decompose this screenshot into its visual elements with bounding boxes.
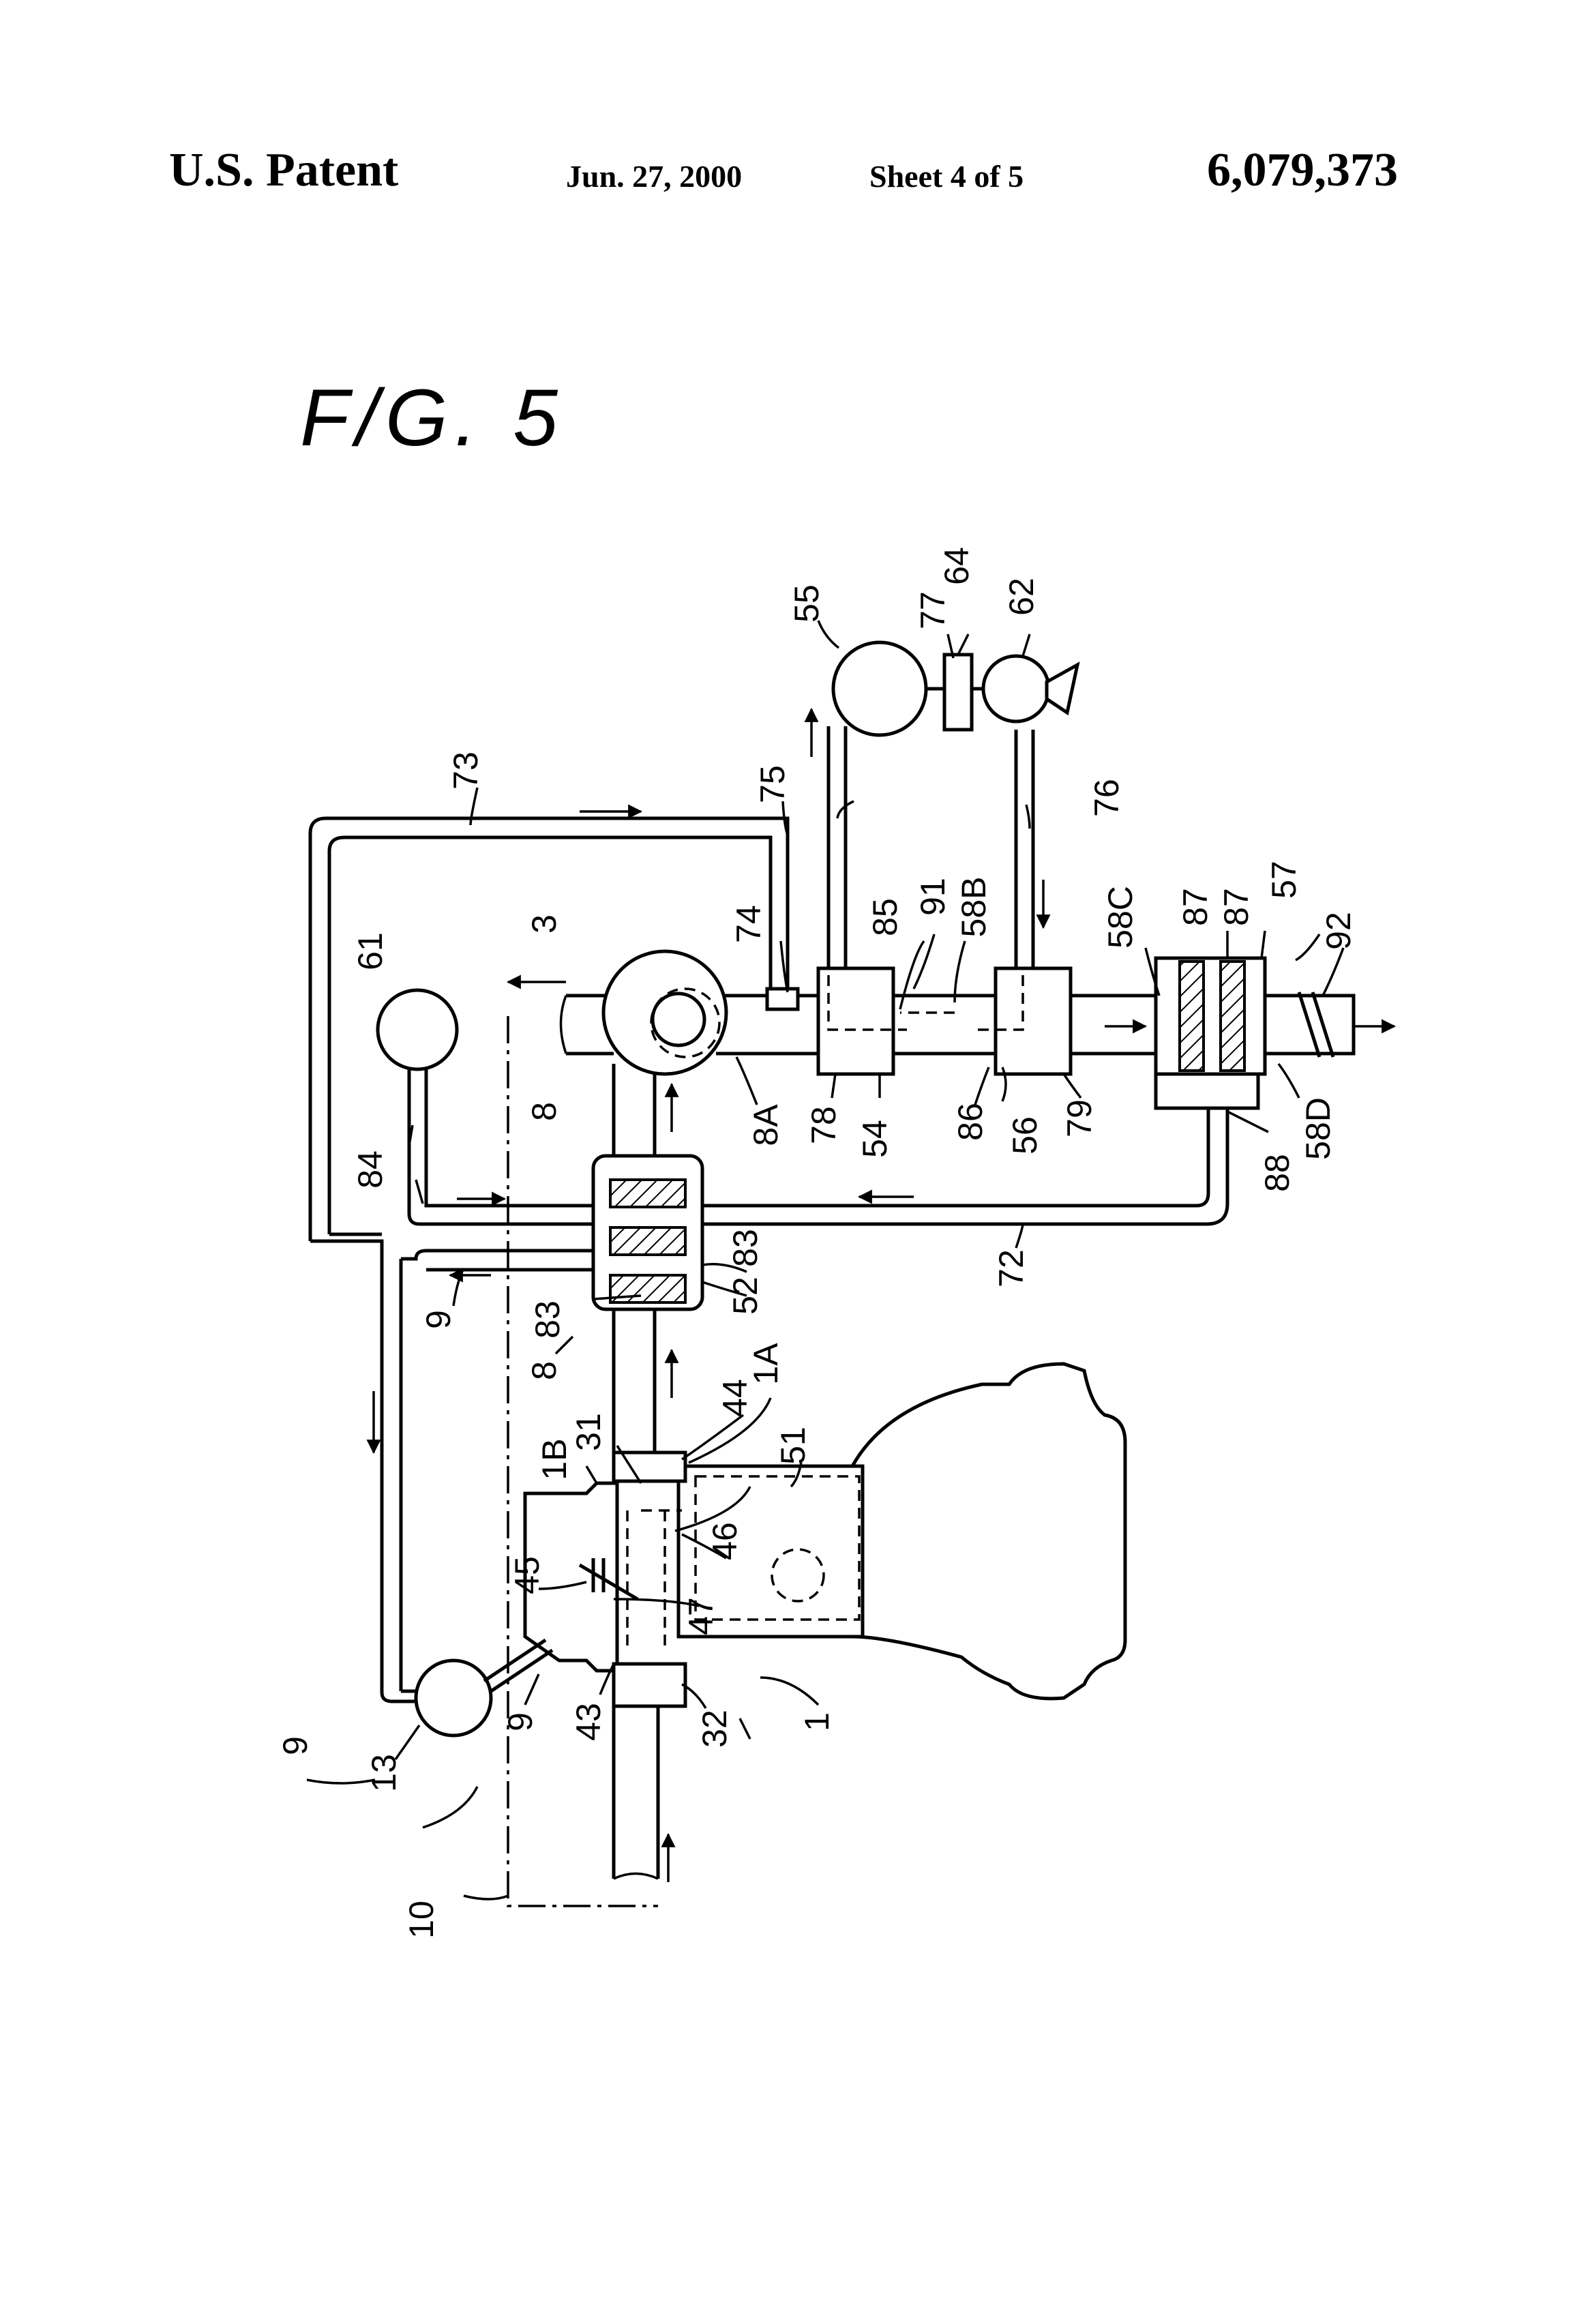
label-84: 84: [351, 1150, 389, 1189]
label-56: 56: [1006, 1116, 1044, 1154]
element-74: [767, 989, 798, 1009]
pipe-75: [829, 726, 846, 972]
label-78: 78: [805, 1106, 843, 1144]
label-47: 47: [682, 1597, 720, 1635]
nozzle-62: [1047, 665, 1077, 713]
label-8A: 8A: [747, 1104, 785, 1146]
pipe-58B: [893, 996, 996, 1054]
label-10: 10: [402, 1901, 441, 1939]
pipe-76: [1016, 730, 1033, 972]
label-44: 44: [716, 1379, 754, 1417]
label-52: 52: [726, 1277, 764, 1315]
coupling-64: [944, 655, 972, 730]
label-51: 51: [774, 1427, 812, 1465]
label-91: 91: [914, 878, 952, 916]
label-9c: 9: [501, 1712, 539, 1731]
label-54: 54: [856, 1120, 894, 1158]
label-87b: 87: [1217, 888, 1255, 926]
label-83a: 83: [726, 1229, 764, 1267]
label-74: 74: [730, 905, 768, 943]
pump-55: [833, 642, 926, 735]
plate-87a: [1180, 962, 1204, 1071]
label-83b: 83: [528, 1300, 567, 1339]
label-77: 77: [914, 591, 952, 629]
unit-56: [996, 968, 1071, 1074]
label-76: 76: [1088, 779, 1126, 817]
label-72: 72: [992, 1249, 1030, 1287]
label-61: 61: [351, 932, 389, 970]
tank-61: [378, 990, 457, 1069]
label-1A: 1A: [747, 1343, 785, 1385]
port-32: [614, 1664, 685, 1706]
label-73: 73: [447, 751, 485, 790]
label-32: 32: [696, 1710, 734, 1748]
label-86: 86: [951, 1103, 989, 1141]
label-55: 55: [788, 584, 826, 623]
label-62: 62: [1002, 578, 1041, 616]
turbocharger-3: [603, 951, 726, 1074]
label-75: 75: [753, 765, 792, 803]
label-79: 79: [1060, 1099, 1099, 1137]
pipe-9-left: [310, 1241, 382, 1684]
pipe-9-inner: [401, 1251, 593, 1259]
label-13: 13: [365, 1754, 403, 1792]
label-9a: 9: [419, 1310, 458, 1329]
label-85: 85: [866, 898, 904, 936]
label-3: 3: [525, 914, 563, 934]
label-46: 46: [706, 1522, 744, 1560]
valve-13: [416, 1660, 491, 1735]
block-88: [1156, 1074, 1258, 1108]
label-8a: 8: [525, 1102, 563, 1121]
pipe-84: [409, 1067, 593, 1224]
label-64: 64: [938, 547, 976, 585]
filter-57: [1156, 958, 1265, 1074]
label-8b: 8: [525, 1361, 563, 1380]
label-31: 31: [569, 1413, 608, 1451]
label-87a: 87: [1176, 888, 1214, 926]
label-43: 43: [569, 1703, 608, 1741]
label-92: 92: [1319, 912, 1358, 950]
motor-62: [983, 656, 1049, 721]
label-45: 45: [508, 1556, 546, 1594]
label-58C: 58C: [1101, 886, 1139, 949]
label-57: 57: [1265, 861, 1303, 899]
label-58B: 58B: [955, 877, 993, 938]
label-9b: 9: [276, 1736, 314, 1755]
label-88: 88: [1258, 1154, 1296, 1192]
label-1: 1: [798, 1712, 836, 1731]
label-1B: 1B: [535, 1438, 573, 1480]
pipe-58C: [1071, 996, 1156, 1054]
plate-87b: [1221, 962, 1244, 1071]
label-58D: 58D: [1299, 1097, 1337, 1160]
